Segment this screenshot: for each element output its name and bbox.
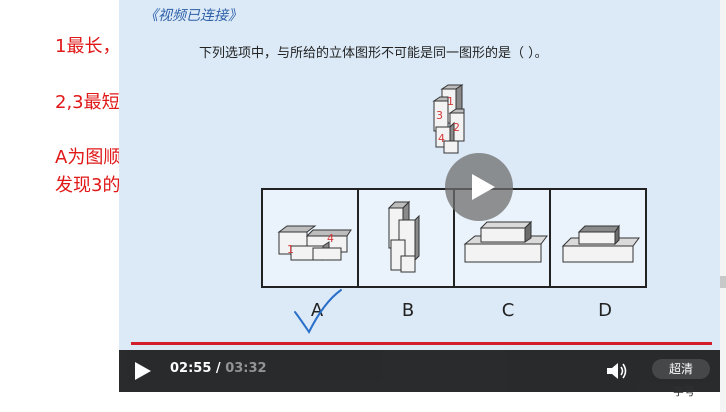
option-d-figure: [561, 224, 640, 263]
option-cell-b: [359, 190, 455, 286]
option-label-a: A: [310, 300, 324, 321]
option-a-number-1: 1: [287, 243, 294, 256]
time-display: 02:55 / 03:32: [170, 361, 267, 376]
header-scribble: 《视频已连接》: [144, 8, 242, 24]
header-scribble-text: 《视频已连接》: [144, 8, 242, 24]
notes-panel: 1最长，4第二长 2,3最短 A为图顺时针90du 发现3的位置不对: [0, 0, 203, 412]
big-play-button[interactable]: [445, 153, 513, 221]
video-slide: 《视频已连接》 下列选项中，与所给的立体图形不可能是同一图形的是（ ）。 1 3…: [119, 0, 720, 350]
figure-number-4: 4: [438, 132, 445, 145]
big-play-icon: [472, 174, 495, 200]
progress-bar[interactable]: [131, 342, 712, 345]
play-icon: [135, 362, 151, 380]
total-time: 03:32: [225, 361, 267, 376]
volume-icon: [607, 363, 627, 379]
volume-button[interactable]: [605, 360, 629, 382]
scrollbar[interactable]: [720, 0, 726, 412]
option-label-b: B: [401, 300, 415, 321]
option-a-number-4: 4: [327, 232, 334, 245]
subtitle-size-label[interactable]: 字号: [673, 385, 695, 398]
option-a-figure: 1 4: [277, 225, 352, 261]
figure-number-3: 3: [436, 109, 443, 122]
option-label-c: C: [501, 300, 515, 321]
video-player[interactable]: 《视频已连接》 下列选项中，与所给的立体图形不可能是同一图形的是（ ）。 1 3…: [119, 0, 720, 392]
control-bar: 02:55 / 03:32 超清: [119, 350, 720, 392]
current-time: 02:55: [170, 361, 212, 376]
option-b-figure: [387, 200, 420, 273]
quality-button[interactable]: 超清: [652, 359, 710, 379]
play-button[interactable]: [133, 360, 153, 382]
option-label-d: D: [598, 300, 612, 321]
option-c-figure: [463, 220, 548, 263]
checkmark-icon: [294, 289, 342, 334]
option-cell-a: 1 4: [263, 190, 359, 286]
target-figure: 1 3 2 4: [432, 84, 465, 154]
option-cell-c: [455, 190, 551, 286]
figure-number-1: 1: [447, 95, 454, 108]
figure-number-2: 2: [453, 121, 460, 134]
scrollbar-thumb[interactable]: [720, 276, 726, 288]
note-line-2: 2,3最短: [55, 92, 120, 113]
question-text: 下列选项中，与所给的立体图形不可能是同一图形的是（ ）。: [199, 46, 548, 61]
time-separator: /: [211, 361, 226, 376]
option-cell-d: [551, 190, 645, 286]
